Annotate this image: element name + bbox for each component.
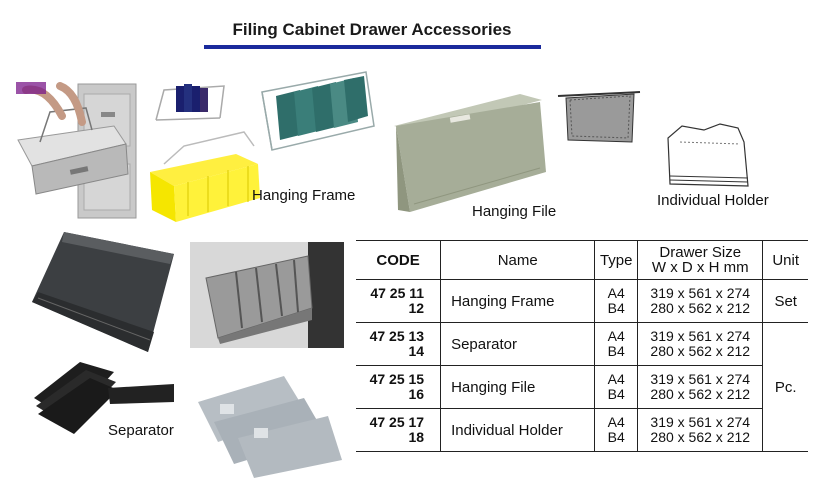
name-cell: Individual Holder [440, 408, 595, 452]
name-cell: Hanging File [440, 365, 595, 409]
hanging-file-photo [394, 94, 546, 212]
yellow-files-photo [150, 131, 260, 222]
small-frame-photo [155, 84, 225, 121]
black-separators-photo [34, 362, 174, 434]
grey-separators-photo [198, 376, 342, 478]
col-header-drawer-size: Drawer Size W x D x H mm [637, 240, 763, 280]
hanging-file-caption: Hanging File [472, 203, 557, 220]
separator-caption: Separator [108, 422, 174, 439]
title-underline [204, 45, 541, 49]
drawer-size-units: W x D x H mm [651, 259, 749, 276]
hanging-file-sketch [557, 91, 641, 143]
name-cell: Hanging Frame [440, 279, 595, 323]
cabinet-drawer-photo [16, 82, 137, 219]
spec-table: CODE Name Type Drawer Size W x D x H mm … [356, 240, 808, 452]
col-header-name: Name [440, 240, 595, 280]
col-header-unit: Unit [762, 240, 808, 280]
drawer-size-label: Drawer Size [659, 244, 742, 261]
separator-panel-photo [32, 232, 174, 352]
unit-cell-set: Set [762, 279, 808, 323]
individual-holder-sketch [667, 123, 749, 187]
hanging-frame-caption: Hanging Frame [252, 187, 356, 204]
individual-holder-caption: Individual Holder [657, 192, 769, 209]
name-cell: Separator [440, 322, 595, 366]
page-title: Filing Cabinet Drawer Accessories [232, 20, 512, 39]
col-header-type: Type [594, 240, 638, 280]
unit-cell-pc: Pc. [762, 322, 808, 452]
teal-frame-photo [261, 71, 375, 151]
col-header-code: CODE [356, 240, 441, 280]
table-header-row: CODE Name Type Drawer Size W x D x H mm … [356, 240, 808, 280]
drawer-separators-photo [190, 242, 344, 348]
